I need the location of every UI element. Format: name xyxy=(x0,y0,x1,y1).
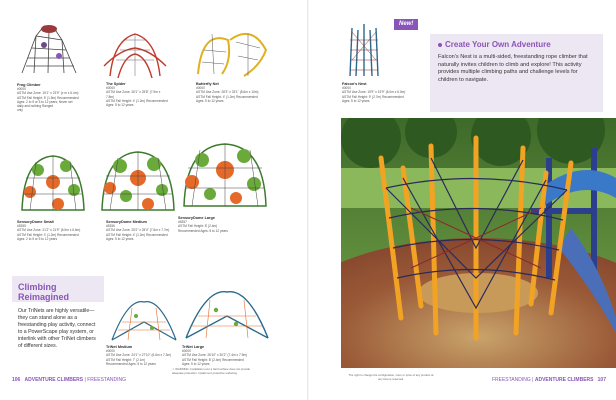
footer-separator: | xyxy=(532,377,534,383)
product-spec: ASTM Fall Height: 8' (2.4m) Recommended xyxy=(182,357,244,362)
climbing-reimagined-body: Our TriNets are highly versatile—they ca… xyxy=(18,308,96,349)
bullet-dot xyxy=(438,42,442,47)
product-spec: Ages: 2 to 5 or 5 to 12 years xyxy=(17,236,58,241)
product-name: TriNet Large xyxy=(182,345,205,349)
product-sensorydome-large: SensoryDome Large #5357 ASTM Fall Height… xyxy=(178,216,248,233)
product-spec: ASTM Use Zone: 19'9" x 19'9" (6.0m x 6.0… xyxy=(342,90,406,95)
product-code: #0000 xyxy=(106,86,115,91)
product-code: #0000 xyxy=(106,349,115,354)
product-the-spider: The Spider #0000 ASTM Use Zone: 26'1" x … xyxy=(106,82,168,107)
product-spec: ASTM Use Zone: 28'3" x 33'1" (8.6m x 10m… xyxy=(196,90,259,95)
product-trinet-large: TriNet Large #0000 ASTM Use Zone: 26'10"… xyxy=(182,345,258,366)
trinet-medium-image xyxy=(111,301,177,341)
product-code: #5356 xyxy=(106,224,115,229)
product-code: #0000 xyxy=(196,86,205,91)
product-butterfly-net: Butterfly Net #0000 ASTM Use Zone: 28'3"… xyxy=(196,82,262,103)
product-code: #5357 xyxy=(178,220,187,225)
product-spec: only xyxy=(17,108,23,113)
footer-right: FREESTANDING | ADVENTURE CLIMBERS 107 xyxy=(492,374,606,386)
product-name: SensoryDome Large xyxy=(178,216,215,220)
page-gutter xyxy=(307,0,309,400)
product-spec: ASTM Use Zone: 25'2" x 25'4" (7.6m x 7.7… xyxy=(106,228,170,233)
product-spec: Ages: 2 to 5 or 5 to 12 years; Never set… xyxy=(17,99,73,109)
product-name: The Spider xyxy=(106,82,126,86)
create-adventure-title: Create Your Own Adventure xyxy=(438,40,551,50)
product-spec: ASTM Fall Height: 9' (2.7m) Recommended xyxy=(342,94,404,99)
product-spec: ASTM Use Zone: 26'10" x 30'2" (7.4m x 7.… xyxy=(182,353,248,358)
product-code: #0000 xyxy=(17,87,26,92)
product-name: Falcon's Nest xyxy=(342,82,367,86)
product-spec: Ages: 5 to 12 years xyxy=(182,361,210,366)
create-adventure-body: Falcon's Nest is a multi-sided, freestan… xyxy=(438,54,588,83)
footer-separator: | xyxy=(84,377,86,383)
product-spec: Ages: 5 to 12 years xyxy=(342,98,370,103)
product-spec: ASTM Fall Height: 5' (1.5m) Recommended xyxy=(17,95,79,100)
product-name: Frog Climber xyxy=(17,83,41,87)
product-spec: ASTM Fall Height: 7' (2.1m) xyxy=(106,357,146,362)
frog-climber-image xyxy=(21,25,77,74)
trinet-large-image xyxy=(185,291,269,339)
warning-icon: ⚠ xyxy=(172,367,175,371)
product-trinet-medium: TriNet Medium #0000 ASTM Use Zone: 24'1"… xyxy=(106,345,178,366)
product-spec: Ages: 5 to 12 years xyxy=(106,236,134,241)
product-spec: ASTM Fall Height: 4' (1.2m) Recommended xyxy=(106,232,168,237)
product-spec: ASTM Fall Height: 4' (1.2m) Recommended xyxy=(17,232,79,237)
product-spec: Recommended Ages: 5 to 12 years xyxy=(178,228,228,233)
right-page: New! Falcon's Nest #0000 ASTM Use Zone: … xyxy=(308,0,616,400)
product-code: #0000 xyxy=(342,86,351,91)
climbing-reimagined-title: Climbing Reimagined xyxy=(18,282,70,302)
footer-subsection: FREESTANDING xyxy=(491,377,531,383)
warning-note: ⚠ WARNING: Installation over a hard surf… xyxy=(172,367,250,375)
sensorydome-large-image xyxy=(183,143,267,207)
product-spec: ASTM Use Zone: 26'1" x 25'8" (7.9m x 7.8… xyxy=(106,90,161,99)
product-name: SensoryDome Small xyxy=(17,220,54,224)
product-spec: ASTM Use Zone: 15'1" x 23'9" (x m x 6.4m… xyxy=(17,91,79,96)
product-spec: Ages: 5 to 12 years xyxy=(196,98,224,103)
product-spec: ASTM Use Zone: 24'1" x 27'10" (6.6m x 7.… xyxy=(106,353,172,358)
footer-left: 106 ADVENTURE CLIMBERS | FREESTANDING xyxy=(12,374,126,386)
sensorydome-small-image xyxy=(21,155,85,211)
climbing-reimagined-box xyxy=(12,276,104,302)
product-falcons-nest: Falcon's Nest #0000 ASTM Use Zone: 19'9"… xyxy=(342,82,412,103)
product-spec: ASTM Use Zone: 21'2" x 21'9" (6.5m x 6.6… xyxy=(17,228,81,233)
new-badge: New! xyxy=(394,19,419,30)
product-spec: ASTM Fall Height: 4' (1.2m) Recommended xyxy=(196,94,258,99)
product-sensorydome-medium: SensoryDome Medium #5356 ASTM Use Zone: … xyxy=(106,220,176,241)
product-spec: ASTM Fall Height: 4' (1.2m) Recommended xyxy=(106,98,168,103)
butterfly-net-image xyxy=(197,32,268,77)
product-name: TriNet Medium xyxy=(106,345,133,349)
product-code: #0000 xyxy=(182,349,191,354)
product-name: SensoryDome Medium xyxy=(106,220,147,224)
create-adventure-box xyxy=(430,34,603,112)
product-frog-climber: Frog Climber #0000 ASTM Use Zone: 15'1" … xyxy=(17,83,79,112)
page-number: 106 xyxy=(12,377,21,383)
playground-photo xyxy=(341,118,616,368)
right-note: The right to change the configuration, c… xyxy=(348,373,434,381)
product-spec: Recommended Ages: 5 to 12 years xyxy=(106,361,156,366)
product-spec: Ages: 5 to 12 years xyxy=(106,103,134,108)
left-page: Frog Climber #0000 ASTM Use Zone: 15'1" … xyxy=(12,25,269,386)
falcons-nest-image xyxy=(349,24,379,77)
page-number: 107 xyxy=(597,377,606,383)
spider-climber-image xyxy=(103,33,167,79)
product-code: #5355 xyxy=(17,224,26,229)
footer-section: ADVENTURE CLIMBERS xyxy=(24,377,84,383)
product-name: Butterfly Net xyxy=(196,82,219,86)
sensorydome-medium-image xyxy=(101,151,175,211)
product-spec: ASTM Fall Height: 8' (2.4m) xyxy=(178,224,218,229)
footer-subsection: FREESTANDING xyxy=(87,377,127,383)
product-sensorydome-small: SensoryDome Small #5355 ASTM Use Zone: 2… xyxy=(17,220,83,241)
footer-section: ADVENTURE CLIMBERS xyxy=(534,377,594,383)
